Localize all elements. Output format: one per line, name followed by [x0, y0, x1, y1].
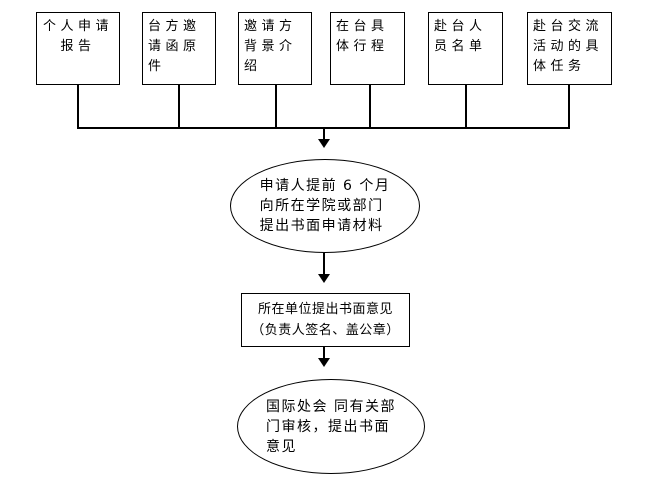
text-line: 意见 — [266, 438, 298, 455]
text-line: 赴台交流 — [533, 19, 604, 34]
arrow-to-step3-line — [323, 347, 325, 359]
arrow-down-icon — [318, 358, 330, 367]
arrow-down-icon — [318, 274, 330, 283]
connector-box1-drop — [77, 85, 79, 128]
text-line: 体任务 — [533, 59, 586, 74]
text-line: 员名单 — [434, 39, 487, 54]
text-line: 提出书面申请材料 — [259, 218, 384, 234]
box-exchange-activity-tasks: 赴台交流 活动的具 体任务 — [527, 12, 612, 85]
box-text: 在台具 体行程 — [331, 17, 404, 57]
text-line: （负责人签名、盖公章） — [251, 323, 400, 338]
text-line: 赴台人 — [434, 19, 487, 34]
box-taiwan-invitation-letter-original: 台方邀 请函原 件 — [142, 12, 216, 85]
arrow-to-step2-line — [323, 253, 325, 274]
text-line: 台方邀 — [148, 19, 201, 34]
connector-box3-drop — [275, 85, 277, 128]
text-line: 申请人提前 6 个月 — [259, 178, 391, 194]
box-personal-application-report: 个人申请 报告 — [36, 12, 120, 85]
arrow-down-icon — [318, 139, 330, 148]
text-line: 件 — [148, 59, 166, 74]
text-line: 个人申请 — [42, 19, 113, 34]
box-personnel-list: 赴台人 员名单 — [428, 12, 503, 85]
text-line: 邀请方 — [244, 19, 297, 34]
step-text: 所在单位提出书面意见 （负责人签名、盖公章） — [242, 299, 409, 341]
text-line: 请函原 — [148, 39, 201, 54]
text-line: 活动的具 — [533, 39, 604, 54]
step-text: 国际处会 同有关部 门审核，提出书面 意见 — [266, 397, 396, 457]
step-text: 申请人提前 6 个月 向所在学院或部门 提出书面申请材料 — [260, 176, 391, 236]
text-line: 体行程 — [336, 39, 389, 54]
ellipse-submit-application-step: 申请人提前 6 个月 向所在学院或部门 提出书面申请材料 — [230, 159, 420, 253]
box-inviter-background-intro: 邀请方 背景介 绍 — [238, 12, 312, 85]
text-line: 背景介 — [244, 39, 297, 54]
box-text: 赴台人 员名单 — [429, 17, 502, 57]
text-line: 报告 — [60, 39, 96, 54]
connector-box5-drop — [465, 85, 467, 128]
text-line: 在台具 — [336, 19, 389, 34]
box-text: 个人申请 报告 — [37, 17, 119, 57]
text-line: 向所在学院或部门 — [259, 198, 384, 214]
arrow-to-step1-line — [323, 128, 325, 140]
box-text: 台方邀 请函原 件 — [143, 17, 215, 77]
text-line: 门审核，提出书面 — [266, 418, 391, 435]
rect-unit-written-opinion-step: 所在单位提出书面意见 （负责人签名、盖公章） — [241, 293, 410, 347]
box-taiwan-itinerary: 在台具 体行程 — [330, 12, 405, 85]
connector-box2-drop — [178, 85, 180, 128]
ellipse-international-office-review-step: 国际处会 同有关部 门审核，提出书面 意见 — [237, 379, 425, 474]
text-line: 所在单位提出书面意见 — [257, 302, 393, 317]
connector-box6-drop — [568, 85, 570, 128]
connector-box4-drop — [369, 85, 371, 128]
text-line: 国际处会 同有关部 — [266, 398, 396, 415]
box-text: 赴台交流 活动的具 体任务 — [528, 17, 611, 77]
box-text: 邀请方 背景介 绍 — [239, 17, 311, 77]
text-line: 绍 — [244, 59, 262, 74]
